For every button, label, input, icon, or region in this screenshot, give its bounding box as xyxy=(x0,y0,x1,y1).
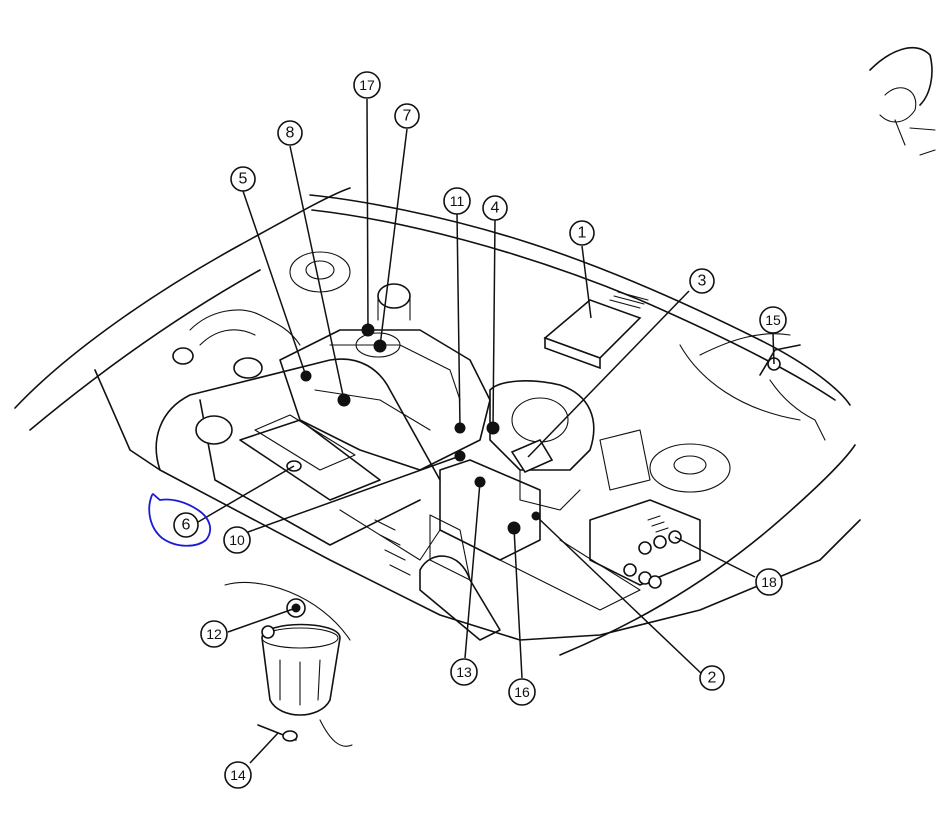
callout-15-label: 15 xyxy=(765,312,781,328)
callout-10: 10 xyxy=(223,526,251,554)
callout-8-label: 8 xyxy=(286,125,295,142)
callout-2-label: 2 xyxy=(708,670,717,687)
callout-4-label: 4 xyxy=(491,200,500,217)
callout-7: 7 xyxy=(394,103,420,129)
callout-17-label: 17 xyxy=(359,77,375,93)
highlight-scribble xyxy=(148,493,212,547)
callout-2: 2 xyxy=(699,665,725,691)
callout-11-label: 11 xyxy=(450,193,465,209)
callout-8: 8 xyxy=(277,120,303,146)
leader-lines xyxy=(197,98,775,764)
callout-13-label: 13 xyxy=(456,664,472,680)
callout-17: 17 xyxy=(353,71,381,99)
callout-12-label: 12 xyxy=(206,626,222,642)
callout-13: 13 xyxy=(450,658,478,686)
callout-5: 5 xyxy=(230,166,256,192)
callout-3-label: 3 xyxy=(698,273,707,290)
callout-18: 18 xyxy=(755,568,783,596)
callout-18-label: 18 xyxy=(761,574,777,590)
callout-11: 11 xyxy=(443,187,471,215)
callout-16-label: 16 xyxy=(514,684,530,700)
ecu-module xyxy=(543,291,649,370)
callout-15: 15 xyxy=(759,306,787,334)
callout-7-label: 7 xyxy=(403,108,412,125)
callout-1: 1 xyxy=(569,220,595,246)
callout-10-label: 10 xyxy=(229,532,245,548)
callout-5-label: 5 xyxy=(239,171,248,188)
callout-4: 4 xyxy=(482,195,508,221)
callout-1-label: 1 xyxy=(578,225,587,242)
callout-6: 6 xyxy=(173,512,199,538)
corner-sketch xyxy=(869,46,936,156)
callout-14-label: 14 xyxy=(230,767,246,783)
callout-3: 3 xyxy=(689,268,715,294)
throttle-body xyxy=(419,380,641,641)
relay-block xyxy=(589,499,701,589)
fuel-filter-inset xyxy=(224,581,353,747)
engine-bay-outline xyxy=(14,187,861,656)
callout-12: 12 xyxy=(200,620,228,648)
cylinder-head xyxy=(155,251,441,576)
callout-6-label: 6 xyxy=(182,517,191,534)
callout-14: 14 xyxy=(224,761,252,789)
callout-16: 16 xyxy=(508,678,536,706)
right-strut-tower xyxy=(599,429,731,493)
o2-sensor xyxy=(759,344,826,441)
